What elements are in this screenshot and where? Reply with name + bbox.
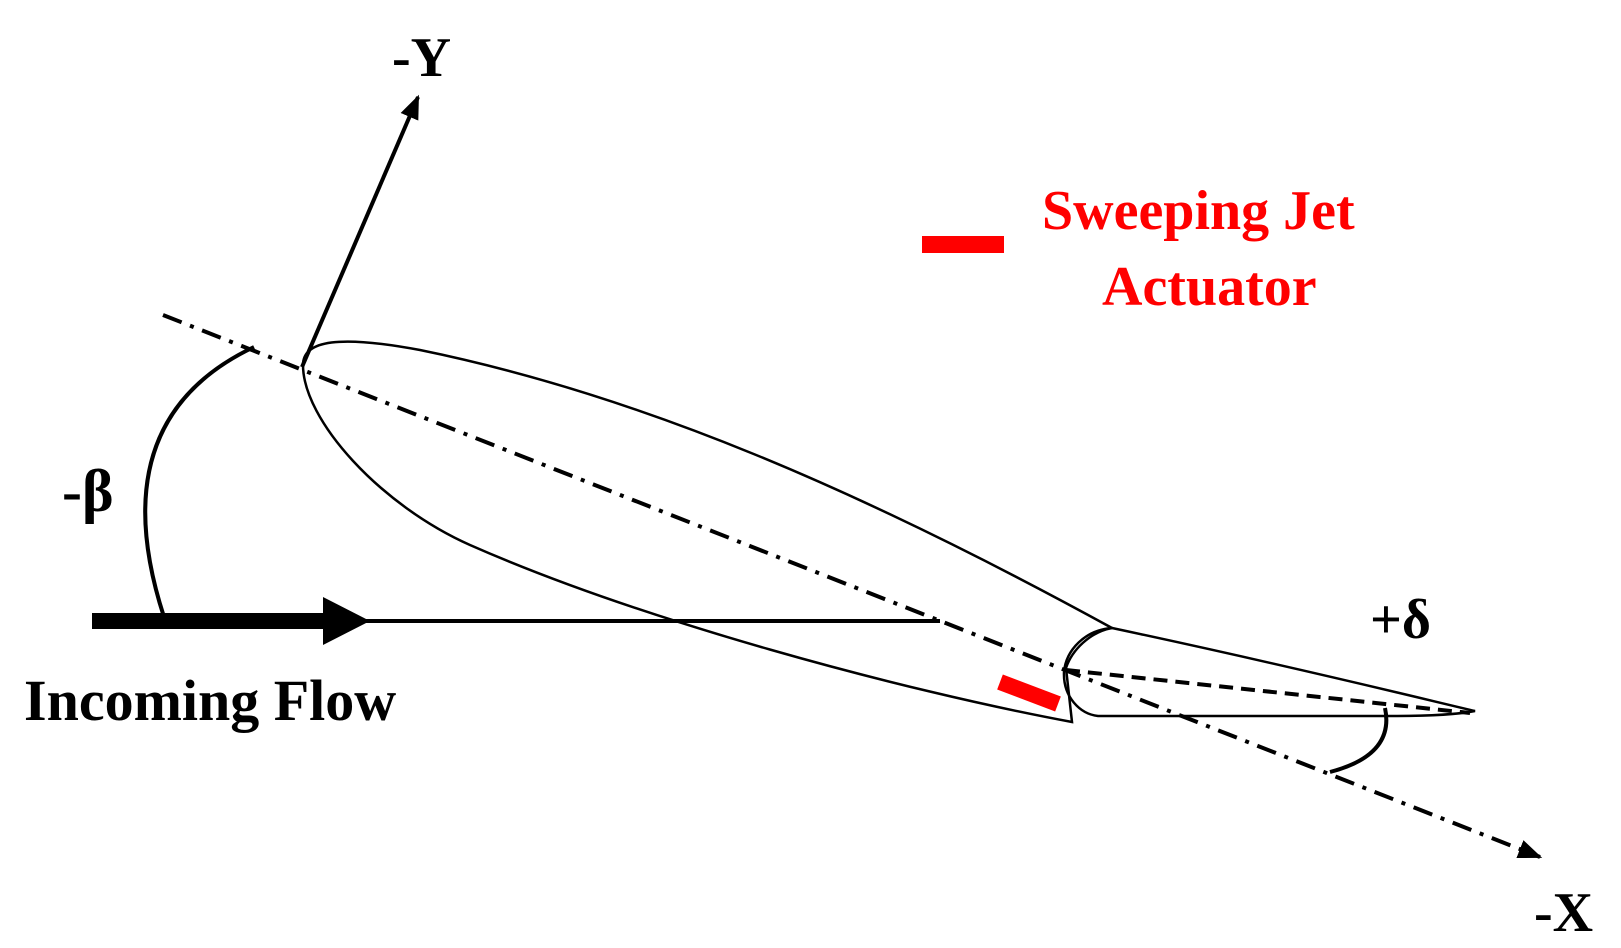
flap-chord-line (1065, 668, 1471, 715)
y-axis-label: -Y (392, 27, 451, 89)
legend-swatch (922, 236, 1004, 253)
incoming-flow-label: Incoming Flow (24, 668, 396, 733)
legend-label-line2: Actuator (1102, 256, 1317, 318)
beta-angle-arc (143, 345, 255, 618)
x-axis-label: -X (1534, 882, 1593, 944)
flow-arrowhead (323, 597, 370, 645)
beta-label: -β (62, 458, 114, 524)
chord-line (162, 313, 1543, 859)
legend-label-line1: Sweeping Jet (1042, 180, 1355, 242)
flap-airfoil (1062, 626, 1476, 718)
actuator-on-airfoil (997, 674, 1061, 712)
main-airfoil (301, 340, 1116, 724)
delta-label: +δ (1370, 589, 1431, 651)
y-axis-arrow (300, 94, 420, 368)
delta-angle-arc (1329, 707, 1389, 774)
